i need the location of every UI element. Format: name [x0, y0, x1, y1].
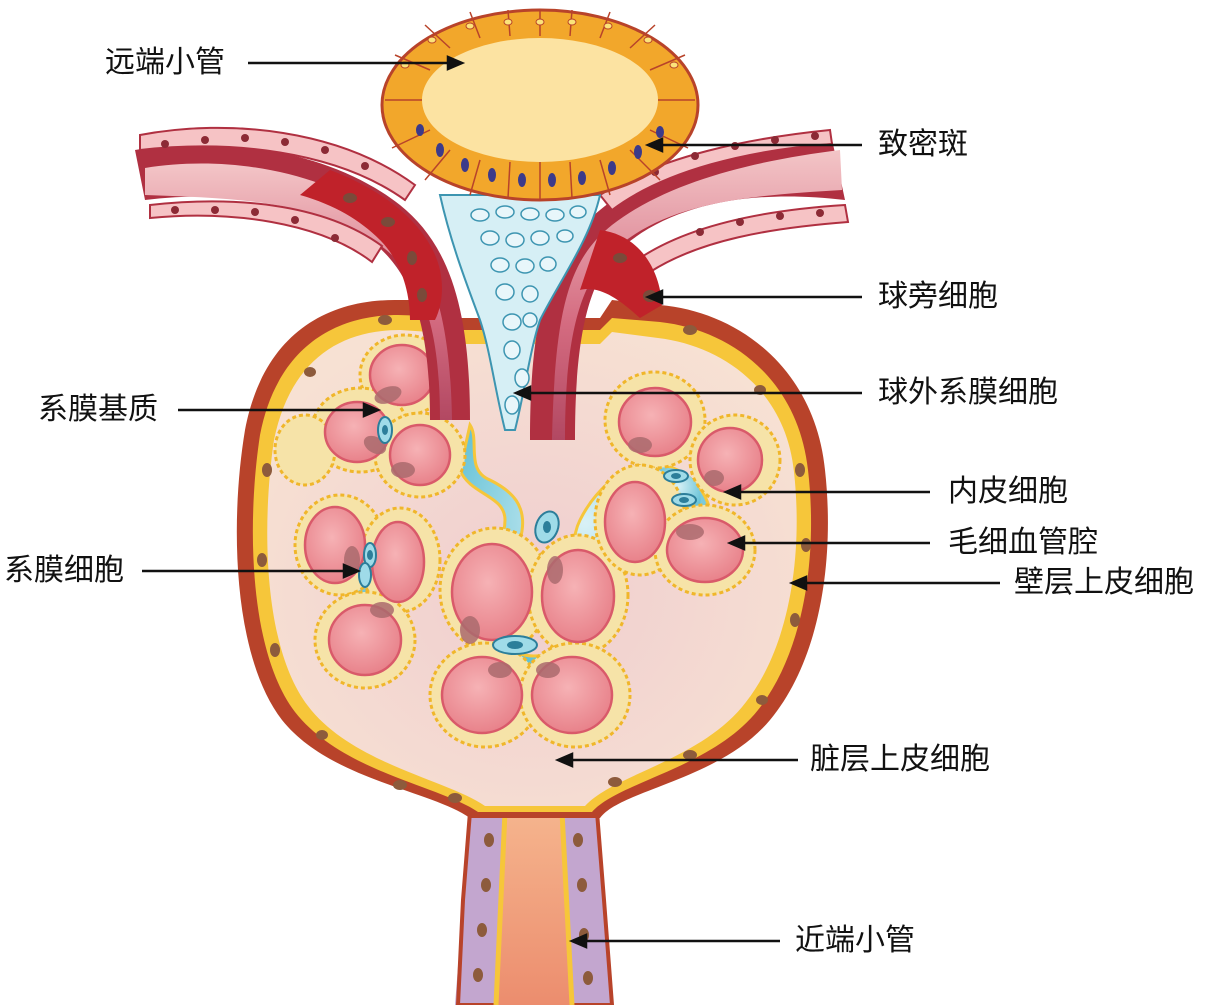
extraglomerular-mesangial-cells [438, 194, 602, 431]
label-visceral-epithelial-cells: 脏层上皮细胞 [810, 742, 990, 777]
label-juxtaglomerular-cells: 球旁细胞 [878, 279, 998, 314]
macula-densa-nuclei [416, 124, 664, 187]
label-extraglomerular-mesangial-cells: 球外系膜细胞 [878, 375, 1058, 410]
distal-tubule [380, 8, 700, 202]
label-distal-tubule: 远端小管 [105, 45, 225, 80]
label-macula-densa: 致密斑 [878, 127, 968, 162]
label-mesangial-matrix: 系膜基质 [38, 392, 158, 427]
glomerular-capillaries [273, 333, 782, 749]
leader-lines [142, 55, 1000, 949]
label-mesangial-cells: 系膜细胞 [4, 553, 124, 588]
label-endothelial-cells: 内皮细胞 [948, 474, 1068, 509]
label-proximal-tubule: 近端小管 [795, 923, 915, 958]
endothelial-nuclei [344, 386, 724, 678]
proximal-tubule [455, 810, 615, 1005]
label-capillary-lumen: 毛细血管腔 [948, 525, 1098, 560]
label-parietal-epithelial-cells: 壁层上皮细胞 [1014, 565, 1194, 600]
